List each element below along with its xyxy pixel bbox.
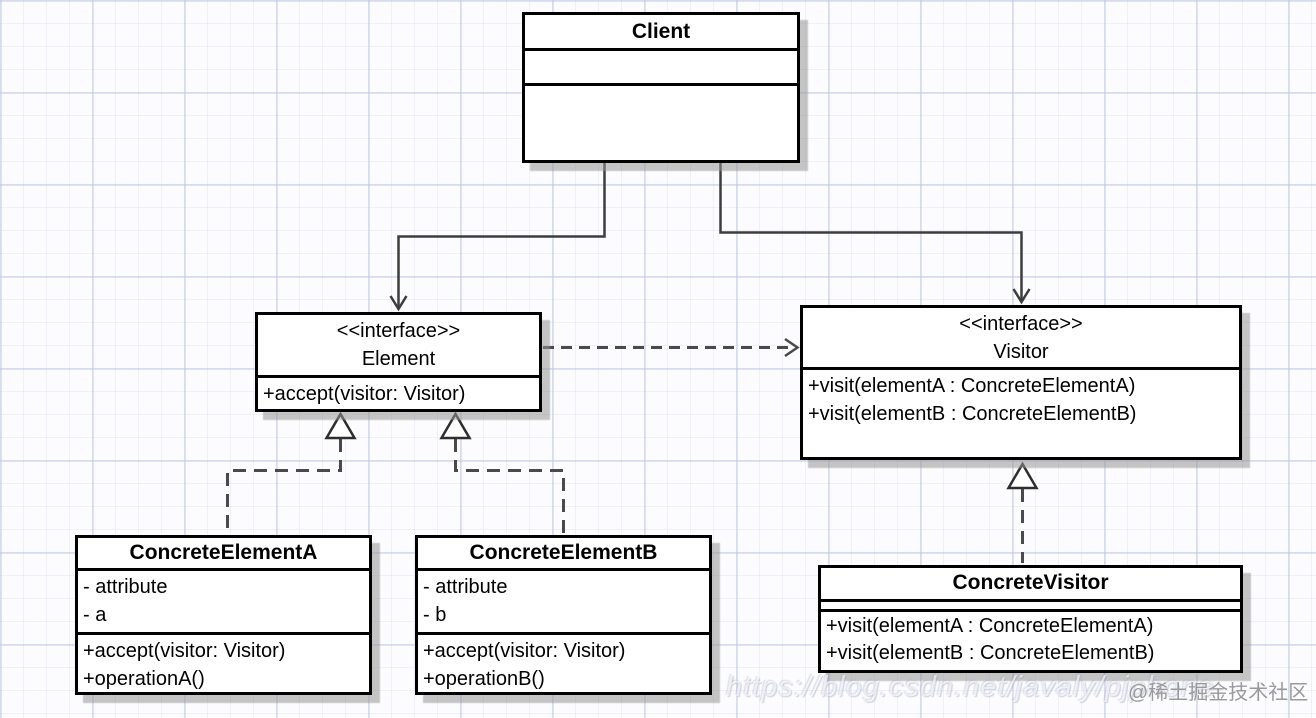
operation-row: +visit(elementA : ConcreteElementA) <box>808 375 1136 397</box>
class-title: Client <box>525 15 797 51</box>
operation-row: +visit(elementA : ConcreteElementA) <box>826 615 1154 637</box>
open-arrowhead-icon <box>1012 288 1031 305</box>
class-box-visitor: <<interface>> Visitor +visit(elementA : … <box>800 305 1242 460</box>
hollow-triangle-arrowhead-icon <box>439 411 472 440</box>
attribute-row: - attribute <box>423 576 508 598</box>
class-title: ConcreteVisitor <box>821 568 1240 602</box>
association-client-visitor-line <box>719 162 1023 300</box>
operations-section: +accept(visitor: Visitor) +operationB() <box>418 635 709 692</box>
class-title: ConcreteElementB <box>418 538 709 571</box>
community-watermark: @稀土掘金技术社区 <box>1128 682 1309 704</box>
stereotype-label: <<interface>> <box>959 313 1083 335</box>
class-header: <<interface>> Visitor <box>803 308 1239 370</box>
class-header: <<interface>> Element <box>258 315 539 378</box>
url-watermark: https://blog.csdn.net/javaly/pjphone <box>726 671 1216 703</box>
class-box-concrete-visitor: ConcreteVisitor +visit(elementA : Concre… <box>818 565 1243 673</box>
hollow-triangle-arrowhead-icon <box>324 411 357 440</box>
operation-row: +accept(visitor: Visitor) <box>263 383 466 405</box>
attributes-section: - attribute - b <box>418 571 709 635</box>
attribute-row: - b <box>423 604 447 626</box>
realization-concreteelementb-element-line <box>454 439 565 533</box>
operations-section <box>525 86 797 160</box>
class-box-concrete-element-b: ConcreteElementB - attribute - b +accept… <box>415 535 712 695</box>
class-title: Element <box>361 348 436 370</box>
association-client-element-line <box>397 162 606 308</box>
operations-section: +visit(elementA : ConcreteElementA) +vis… <box>821 612 1240 670</box>
open-arrowhead-icon <box>389 295 408 312</box>
operations-section: +accept(visitor: Visitor) <box>258 378 539 409</box>
operations-section: +visit(elementA : ConcreteElementA) +vis… <box>803 370 1239 457</box>
operation-row: +operationB() <box>423 668 545 690</box>
open-arrowhead-icon <box>784 337 800 358</box>
operation-row: +visit(elementB : ConcreteElementB) <box>826 642 1155 664</box>
attribute-row: - a <box>83 604 107 626</box>
operation-row: +accept(visitor: Visitor) <box>83 640 286 662</box>
operation-row: +accept(visitor: Visitor) <box>423 640 626 662</box>
class-box-client: Client <box>522 12 800 163</box>
attribute-row: - attribute <box>83 576 168 598</box>
stereotype-label: <<interface>> <box>336 320 461 342</box>
operation-row: +visit(elementB : ConcreteElementB) <box>808 403 1137 425</box>
operations-section: +accept(visitor: Visitor) +operationA() <box>78 635 369 692</box>
class-title: ConcreteElementA <box>78 538 369 571</box>
attributes-section: - attribute - a <box>78 571 369 635</box>
attributes-section <box>525 51 797 86</box>
operation-row: +operationA() <box>83 668 205 690</box>
realization-concreteelementa-element-line <box>226 439 342 533</box>
class-box-element: <<interface>> Element +accept(visitor: V… <box>255 312 542 412</box>
class-title: Visitor <box>993 341 1049 363</box>
hollow-triangle-arrowhead-icon <box>1006 461 1039 490</box>
attributes-section <box>821 602 1240 612</box>
class-box-concrete-element-a: ConcreteElementA - attribute - a +accept… <box>75 535 372 695</box>
